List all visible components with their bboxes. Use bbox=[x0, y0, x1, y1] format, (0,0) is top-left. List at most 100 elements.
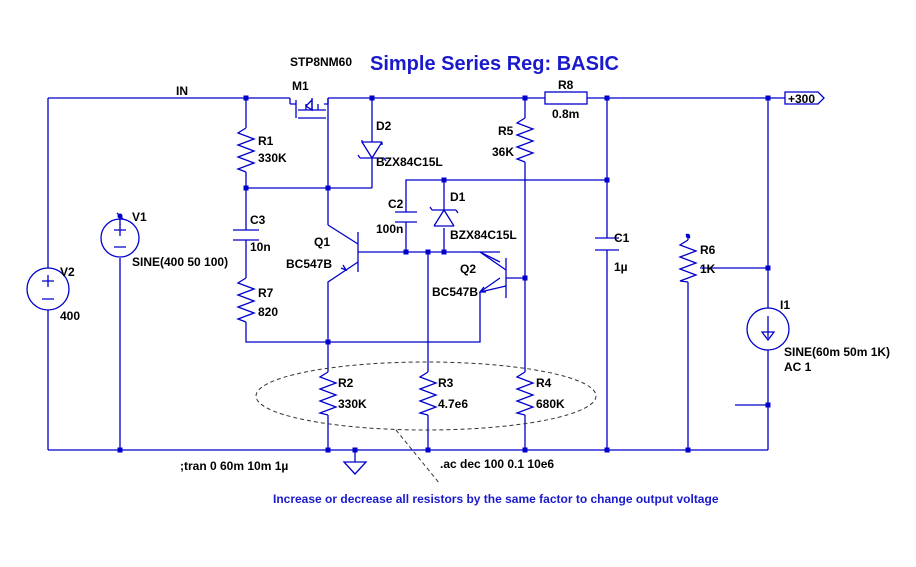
c3-capacitor[interactable] bbox=[233, 229, 259, 241]
ac-directive[interactable]: .ac dec 100 0.1 10e6 bbox=[440, 457, 554, 471]
junction bbox=[604, 447, 610, 453]
r8-resistor[interactable] bbox=[544, 91, 588, 105]
r5-ref-label: R5 bbox=[498, 124, 514, 138]
junction bbox=[685, 447, 691, 453]
junction bbox=[441, 177, 447, 183]
output-flag-shape[interactable] bbox=[784, 91, 825, 105]
wire-i1-column bbox=[735, 98, 769, 450]
junction bbox=[765, 265, 771, 271]
wire-r1-column bbox=[245, 98, 481, 343]
wire-base-node bbox=[358, 179, 607, 450]
d2-zener-diode[interactable] bbox=[357, 132, 387, 170]
r1-resistor[interactable] bbox=[236, 127, 256, 173]
r2-value-label: 330K bbox=[338, 397, 367, 411]
v1-voltage-source[interactable] bbox=[100, 212, 140, 258]
r7-ref-label: R7 bbox=[258, 286, 274, 300]
wires bbox=[47, 97, 785, 462]
c2-value-label: 100n bbox=[376, 222, 403, 236]
junction bbox=[522, 447, 528, 453]
junction bbox=[604, 95, 610, 101]
junctions bbox=[117, 95, 771, 453]
r5-resistor[interactable] bbox=[515, 117, 535, 163]
d1-zener-diode[interactable] bbox=[429, 196, 459, 227]
r5-value-label: 36K bbox=[492, 145, 514, 159]
v2-voltage-source[interactable] bbox=[26, 267, 70, 311]
c3-value-label: 10n bbox=[250, 240, 271, 254]
r4-value-label: 680K bbox=[536, 397, 565, 411]
ground-symbol bbox=[342, 461, 368, 475]
highlight-ellipse bbox=[255, 361, 597, 431]
junction bbox=[325, 339, 331, 345]
r8-ref-label: R8 bbox=[558, 78, 574, 92]
d2-ref-label: D2 bbox=[376, 119, 392, 133]
comment-text: Increase or decrease all resistors by th… bbox=[273, 492, 719, 506]
q2-transistor[interactable] bbox=[478, 251, 507, 298]
c2-ref-label: C2 bbox=[388, 197, 404, 211]
junction bbox=[369, 95, 375, 101]
q2-ref-label: Q2 bbox=[460, 262, 476, 276]
r3-value-label: 4.7e6 bbox=[438, 397, 468, 411]
c2-capacitor[interactable] bbox=[395, 211, 417, 223]
junction bbox=[243, 185, 249, 191]
q1-transistor[interactable] bbox=[327, 224, 359, 272]
c1-capacitor[interactable] bbox=[595, 237, 619, 251]
q1-value-label: BC547B bbox=[286, 257, 332, 271]
wire-gate-node bbox=[246, 98, 373, 225]
i1-current-source[interactable] bbox=[746, 307, 790, 351]
tran-directive[interactable]: ;tran 0 60m 10m 1µ bbox=[180, 459, 288, 473]
r4-ref-label: R4 bbox=[536, 376, 552, 390]
junction bbox=[352, 447, 358, 453]
junction bbox=[604, 177, 610, 183]
q1-ref-label: Q1 bbox=[314, 235, 330, 249]
r2-resistor[interactable] bbox=[317, 371, 338, 416]
r2-ref-label: R2 bbox=[338, 376, 354, 390]
r6-resistor[interactable] bbox=[678, 233, 698, 283]
r4-resistor[interactable] bbox=[514, 371, 535, 416]
junction bbox=[522, 95, 528, 101]
junction bbox=[325, 447, 331, 453]
wire-q1-emitter bbox=[327, 269, 347, 450]
r7-value-label: 820 bbox=[258, 305, 278, 319]
c1-value-label: 1µ bbox=[614, 260, 628, 274]
v1-ref-label: V1 bbox=[132, 210, 147, 224]
junction bbox=[522, 275, 528, 281]
junction bbox=[765, 402, 771, 408]
net-in-label: IN bbox=[176, 84, 188, 98]
page-title: Simple Series Reg: BASIC bbox=[370, 53, 619, 75]
d2-value-label: BZX84C15L bbox=[376, 155, 443, 169]
junction bbox=[765, 95, 771, 101]
i1-value-label: SINE(60m 50m 1K) bbox=[784, 345, 890, 359]
d1-ref-label: D1 bbox=[450, 190, 466, 204]
wire-q2 bbox=[479, 251, 501, 293]
r6-ref-label: R6 bbox=[700, 243, 716, 257]
v1-value-label: SINE(400 50 100) bbox=[132, 255, 228, 269]
junction bbox=[425, 447, 431, 453]
output-flag-label: +300 bbox=[788, 92, 815, 106]
c3-ref-label: C3 bbox=[250, 213, 266, 227]
v2-ref-label: V2 bbox=[60, 265, 75, 279]
r6-value-label: 1K bbox=[700, 262, 716, 276]
junction bbox=[243, 95, 249, 101]
q2-value-label: BC547B bbox=[432, 285, 478, 299]
junction bbox=[441, 249, 447, 255]
m1-ref-label: M1 bbox=[292, 79, 309, 93]
i1-ref-label: I1 bbox=[780, 298, 790, 312]
r3-resistor[interactable] bbox=[417, 371, 438, 416]
i1-ac-label: AC 1 bbox=[784, 360, 812, 374]
m1-model-label: STP8NM60 bbox=[290, 55, 352, 69]
junction bbox=[325, 185, 331, 191]
c1-ref-label: C1 bbox=[614, 231, 630, 245]
m1-mosfet[interactable] bbox=[289, 98, 329, 119]
r1-ref-label: R1 bbox=[258, 134, 274, 148]
r7-resistor[interactable] bbox=[236, 277, 256, 323]
junction bbox=[425, 249, 431, 255]
r1-value-label: 330K bbox=[258, 151, 287, 165]
junction bbox=[117, 447, 123, 453]
d1-value-label: BZX84C15L bbox=[450, 228, 517, 242]
junction bbox=[403, 249, 409, 255]
v2-value-label: 400 bbox=[60, 309, 80, 323]
r8-value-label: 0.8m bbox=[552, 107, 579, 121]
annotation-leader bbox=[395, 429, 441, 485]
r3-ref-label: R3 bbox=[438, 376, 454, 390]
